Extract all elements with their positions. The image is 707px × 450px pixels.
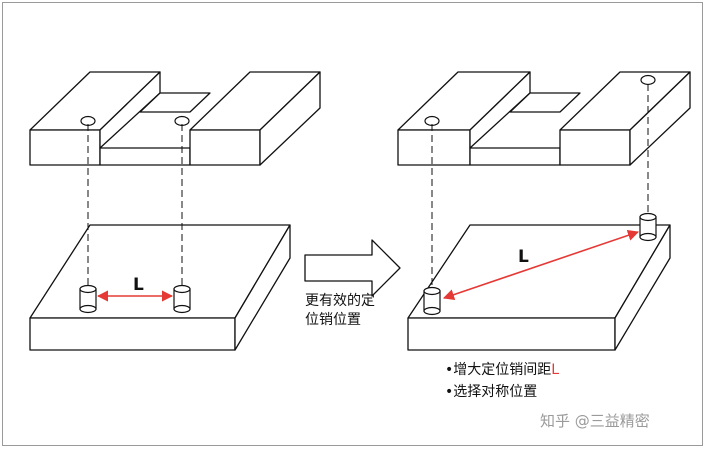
- bullet-dot: •: [445, 384, 454, 400]
- right-pin-1: [423, 286, 441, 316]
- bullet-dot: •: [445, 362, 454, 378]
- bullet-text: 选择对称位置: [453, 384, 538, 400]
- arrow-caption-line-1: 更有效的定: [305, 293, 375, 309]
- diagram-frame: [2, 2, 703, 446]
- right-distance-label: L: [518, 247, 529, 267]
- left-base-plate: [29, 224, 291, 351]
- bullet-list: •增大定位销间距L •选择对称位置: [445, 359, 559, 403]
- right-slotted-block: [397, 71, 691, 166]
- transition-arrow: [304, 239, 401, 297]
- left-pin-2: [173, 284, 191, 314]
- right-pin-2: [639, 212, 657, 242]
- watermark: 知乎 @三益精密: [540, 412, 650, 430]
- right-hole-2: [640, 74, 656, 86]
- bullet-text: 增大定位销间距: [453, 362, 552, 378]
- bullet-item: •增大定位销间距L: [445, 359, 559, 381]
- right-distance-arrow: [442, 229, 640, 301]
- left-distance-label: L: [133, 275, 144, 295]
- right-base-plate: [407, 224, 671, 351]
- left-slotted-block: [29, 71, 321, 166]
- arrow-caption-line-2: 位销位置: [305, 312, 361, 328]
- arrow-caption: 更有效的定 位销位置: [305, 292, 375, 330]
- bullet-item: •选择对称位置: [445, 381, 559, 403]
- bullet-suffix: L: [551, 362, 560, 378]
- left-pin-1: [79, 284, 97, 314]
